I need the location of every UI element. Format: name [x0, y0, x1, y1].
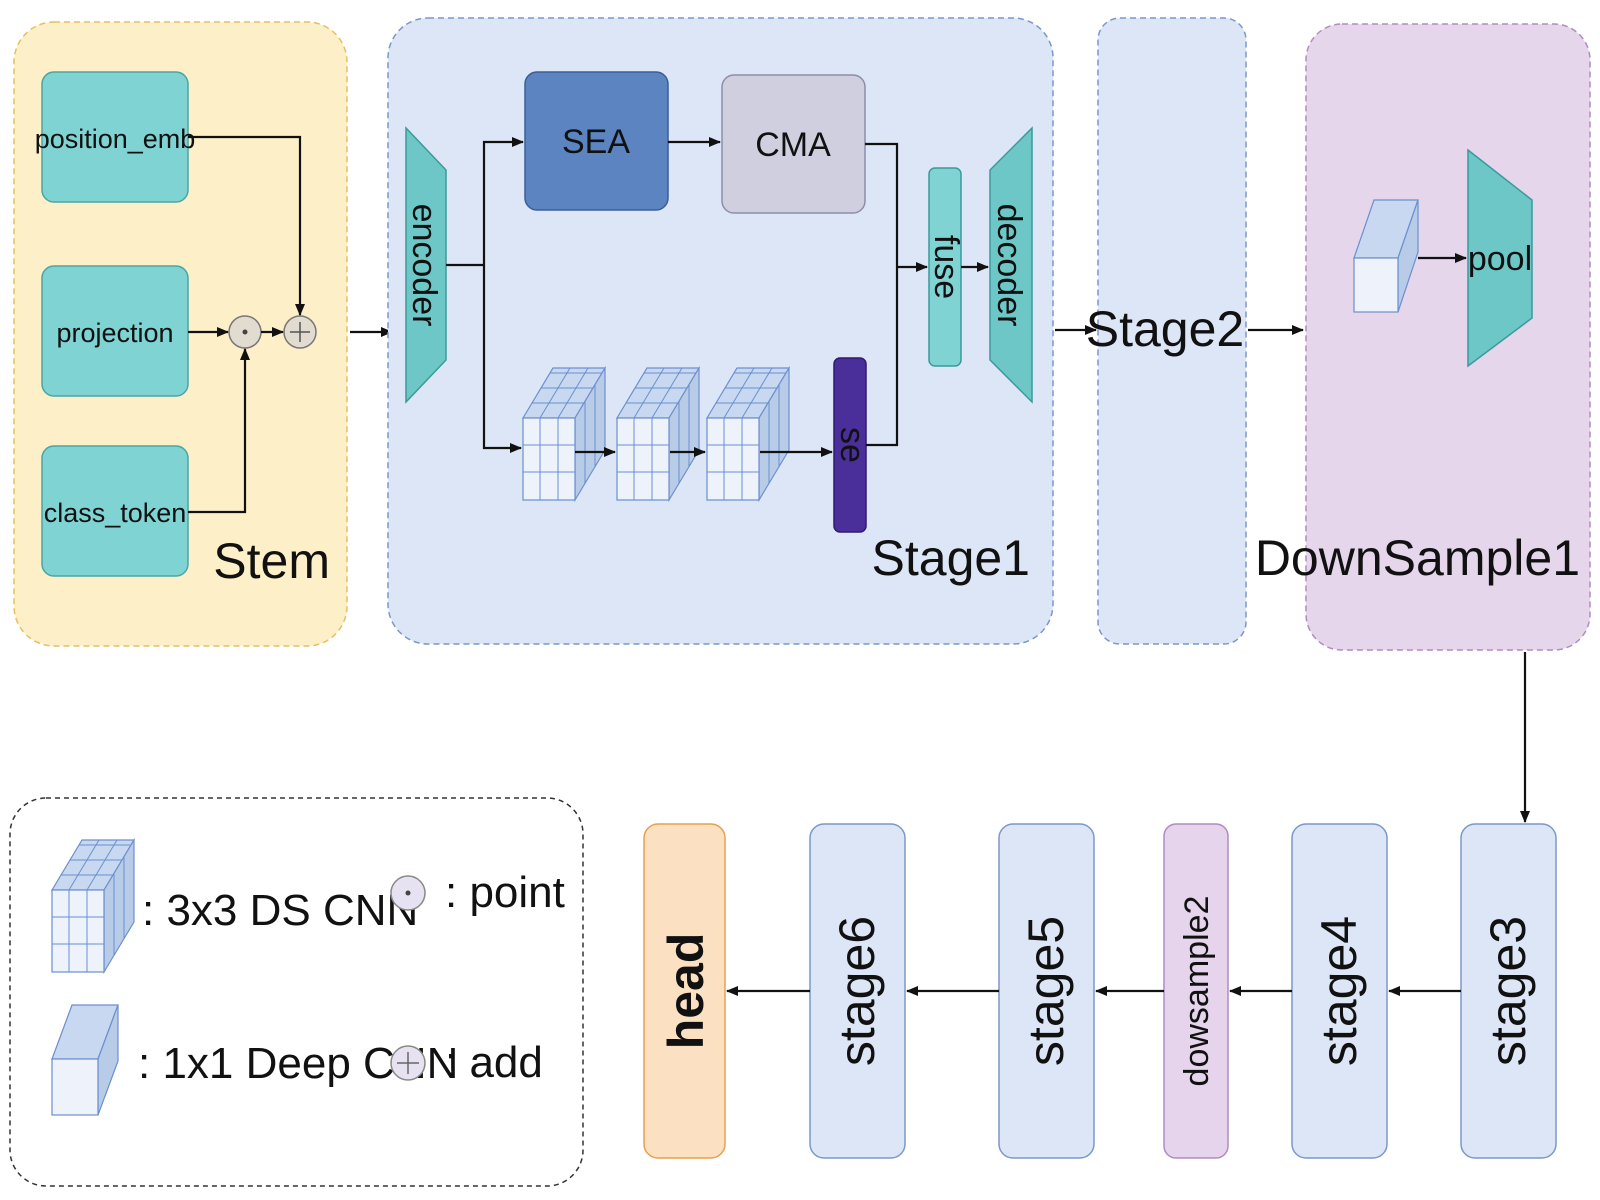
decoder-label: decoder — [990, 204, 1028, 327]
encoder-label: encoder — [405, 204, 443, 327]
stage2-title: Stage2 — [1086, 301, 1244, 357]
position-emb-label: position_emb — [35, 124, 196, 154]
deep-cnn-cube — [1353, 199, 1419, 313]
se-to-fuse-line — [866, 267, 899, 447]
stage5-label: stage5 — [1018, 916, 1074, 1066]
stem-panel: position_emb projection class_token Stem — [13, 21, 348, 647]
legend: : 3x3 DS CNN : 1x1 Deep CNN : point : ad… — [9, 797, 584, 1187]
cma-to-fuse-line — [865, 142, 899, 267]
legend-deep-cnn-icon — [51, 1004, 119, 1116]
head-label: head — [658, 933, 714, 1050]
bottom-row: stage3 stage4 dowsample2 stage5 stage6 h… — [643, 823, 1557, 1159]
legend-ds-cnn-icon — [50, 837, 136, 975]
dowsample2-label: dowsample2 — [1178, 896, 1216, 1087]
legend-add-label: : add — [445, 1038, 543, 1087]
stage6-label: stage6 — [829, 916, 885, 1066]
legend-ds-cnn-label: : 3x3 DS CNN — [142, 886, 418, 935]
encoder-to-sea-arrow — [482, 137, 524, 265]
pool-block — [1467, 148, 1533, 368]
decoder-block — [989, 126, 1033, 404]
pool-label: pool — [1468, 240, 1532, 278]
downsample1-title: DownSample1 — [1255, 530, 1580, 586]
ds-cnn-cube-3 — [705, 365, 791, 503]
stage2-panel: Stage2 — [1086, 17, 1247, 645]
stage1-title: Stage1 — [872, 530, 1030, 586]
position-emb-arrow — [188, 135, 305, 316]
stage4-label: stage4 — [1311, 916, 1367, 1066]
stem-title: Stem — [213, 533, 330, 589]
encoder-block — [405, 126, 447, 404]
fuse-label: fuse — [927, 235, 965, 299]
class-token-label: class_token — [44, 498, 187, 528]
stage3-label: stage3 — [1480, 916, 1536, 1066]
se-label: se — [833, 427, 871, 463]
downsample1-panel: pool DownSample1 — [1255, 23, 1591, 651]
encoder-to-cnn-arrow — [482, 265, 522, 453]
cma-label: CMA — [755, 126, 831, 164]
ds-cnn-cube-2 — [615, 365, 701, 503]
stage1-panel: encoder SEA CMA se f — [387, 17, 1054, 645]
ds-cnn-cube-1 — [521, 365, 607, 503]
projection-label: projection — [56, 318, 173, 348]
legend-point-label: : point — [445, 868, 565, 917]
head-block — [643, 823, 726, 1159]
class-token-arrow — [188, 348, 250, 514]
sea-label: SEA — [562, 123, 630, 161]
